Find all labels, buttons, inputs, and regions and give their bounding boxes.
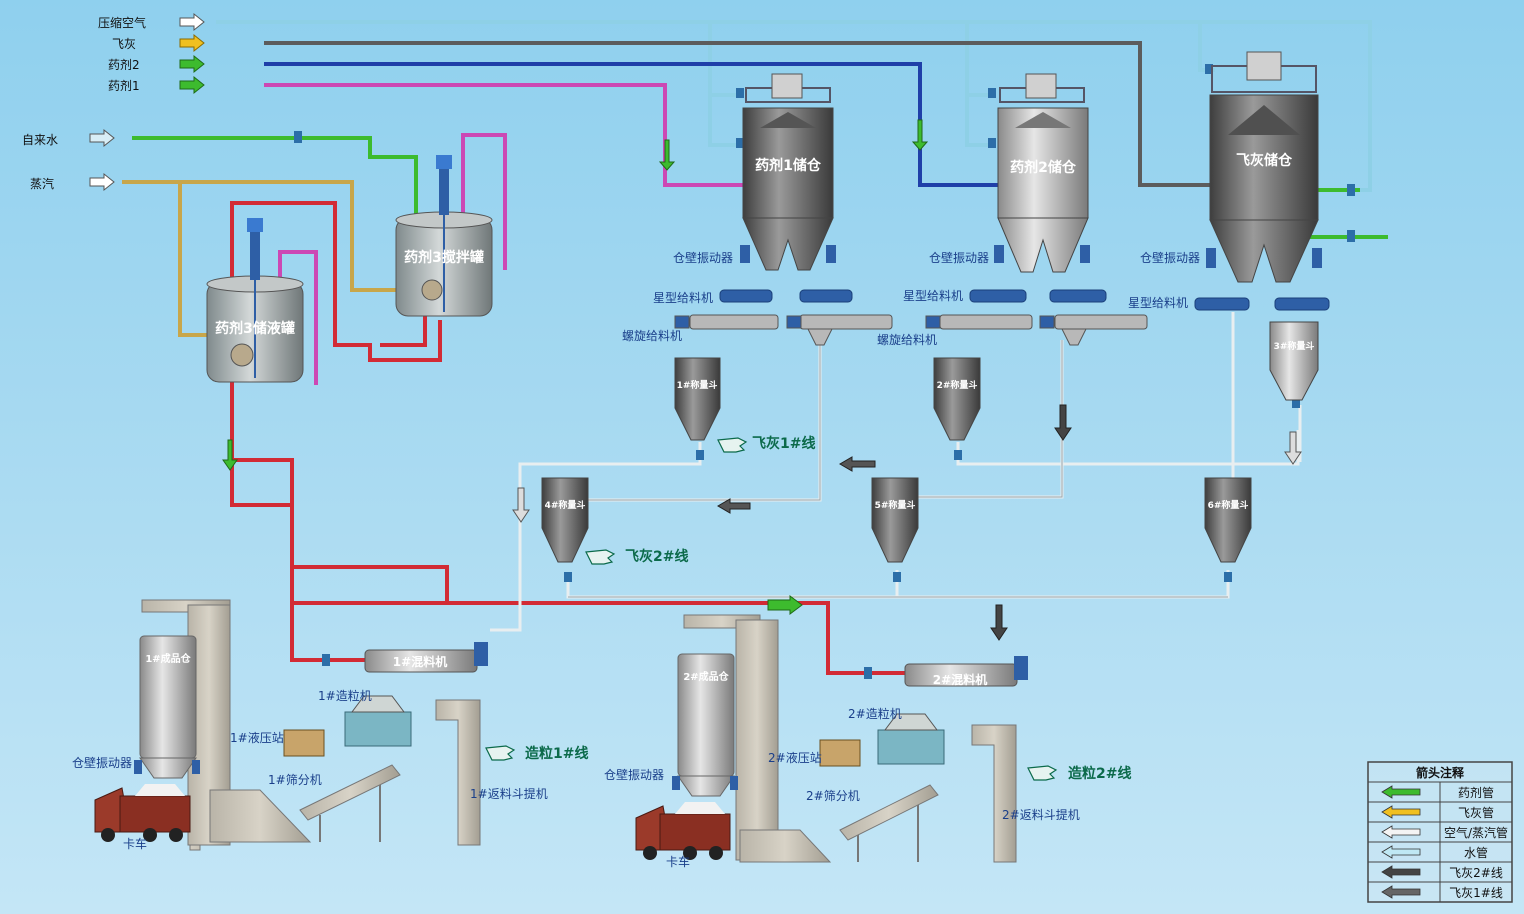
label-agent2: 药剂2 (108, 57, 140, 72)
legend-row-label: 飞灰2#线 (1449, 866, 1503, 880)
granulation-line-2: 2#成品仓 2#混料机 (635, 614, 1028, 863)
fly-ash-pipe (264, 41, 1220, 187)
legend-arrow-icon (1381, 845, 1421, 859)
vibrator-label-5: 仓壁振动器 (604, 767, 664, 782)
truck1-label: 卡车 (123, 836, 147, 851)
granulation-line2-label: 造粒2#线 (1068, 765, 1131, 782)
agent1-silo-label: 药剂1储仓 (755, 157, 822, 174)
mixer1-label: 1#混料机 (393, 654, 447, 669)
screw-feeder-label-1: 螺旋给料机 (622, 329, 682, 343)
agent2-silo-label: 药剂2储仓 (1010, 159, 1077, 176)
legend-row-label: 药剂管 (1458, 785, 1494, 800)
agent1-silo: 药剂1储仓 (740, 73, 836, 271)
granulator2-label: 2#造粒机 (848, 706, 902, 721)
agent3-magenta-pipe (278, 133, 507, 385)
arrow-fly-ash-icon (179, 34, 205, 52)
label-fly-ash: 飞灰 (112, 37, 136, 51)
tap-water-pipe (132, 136, 418, 215)
hopper5-label: 5#称量斗 (875, 499, 916, 511)
legend-arrow-icon (1381, 885, 1421, 899)
legend-row-label: 飞灰1#线 (1449, 886, 1503, 900)
hopper4-label: 4#称量斗 (545, 499, 586, 511)
agent2-pipe (264, 62, 1005, 187)
star-feeder-label-2: 星型给料机 (903, 289, 963, 303)
legend-arrow-icon (1381, 865, 1421, 879)
hopper1-label: 1#称量斗 (677, 379, 718, 391)
truck2-label: 卡车 (666, 854, 690, 869)
hopper2-label: 2#称量斗 (937, 379, 978, 391)
screen2-label: 2#筛分机 (806, 788, 860, 803)
star-feeder-label-3: 星型给料机 (1128, 296, 1188, 310)
label-compressed-air: 压缩空气 (98, 15, 146, 30)
steam-pipe (122, 180, 398, 337)
legend-row-label: 空气/蒸汽管 (1444, 825, 1508, 840)
agent3-storage-tank: 药剂3储液罐 (206, 218, 304, 383)
mixer2-label: 2#混料机 (933, 672, 987, 687)
product-bin1-label: 1#成品仓 (145, 652, 191, 665)
agent1-pipe (264, 83, 745, 187)
hopper6-label: 6#称量斗 (1208, 499, 1249, 511)
agent2-silo: 药剂2储仓 (994, 73, 1090, 273)
agent3-mix-tank: 药剂3搅拌罐 (395, 155, 493, 317)
return-elevator2-label: 2#返料斗提机 (1002, 807, 1080, 822)
screw-feeder-label-2: 螺旋给料机 (877, 333, 937, 347)
label-agent1: 药剂1 (108, 78, 140, 93)
arrow-tap-water-icon (89, 129, 115, 147)
legend-arrow-icon (1381, 825, 1421, 839)
hand-pointer-icon (485, 437, 1058, 781)
legend-row-arrows (1381, 785, 1421, 899)
vibrator-label-2: 仓壁振动器 (929, 250, 989, 265)
agent3-mix-tank-label: 药剂3搅拌罐 (404, 249, 484, 266)
fly-ash-silo: 飞灰储仓 (1206, 51, 1322, 283)
arrow-agent1-icon (179, 76, 205, 94)
flow-arrow-icon (222, 119, 1302, 641)
label-tap-water: 自来水 (22, 133, 58, 147)
legend-row-label: 水管 (1464, 845, 1488, 860)
fly-ash-line1-label: 飞灰1#线 (752, 435, 815, 452)
label-steam: 蒸汽 (30, 176, 54, 191)
legend-title: 箭头注释 (1416, 765, 1465, 780)
hopper3-label: 3#称量斗 (1274, 340, 1315, 352)
arrow-legend: 箭头注释 药剂管 飞灰管 空气/蒸汽管 水管 飞灰2#线 飞灰1#线 (1367, 761, 1513, 903)
granulation-line-1: 1#成品仓 1#混料机 (94, 599, 488, 851)
vibrator-label-1: 仓壁振动器 (673, 250, 733, 265)
arrow-compressed-air-icon (179, 13, 205, 31)
weighing-hopper-6: 6#称量斗 (1204, 477, 1252, 563)
vibrator-label-4: 仓壁振动器 (72, 755, 132, 770)
vibrator-label-3: 仓壁振动器 (1140, 250, 1200, 265)
star-feeder (719, 289, 1330, 311)
fly-ash-silo-label: 飞灰储仓 (1236, 152, 1293, 169)
weighing-hopper-4: 4#称量斗 (541, 477, 589, 563)
legend-arrow-icon (1381, 785, 1421, 799)
hydraulic1-label: 1#液压站 (230, 730, 284, 745)
arrow-steam-icon (89, 173, 115, 191)
weighing-hopper-5: 5#称量斗 (871, 477, 919, 563)
return-elevator1-label: 1#返料斗提机 (470, 786, 548, 801)
hydraulic2-label: 2#液压站 (768, 750, 822, 765)
screw-feeder (674, 314, 1148, 346)
valve-icon (294, 64, 1355, 679)
weighing-hopper-3: 3#称量斗 (1269, 321, 1319, 401)
star-feeder-label-1: 星型给料机 (653, 291, 713, 305)
fly-ash-line2-label: 飞灰2#线 (625, 548, 688, 565)
arrow-agent2-icon (179, 55, 205, 73)
legend-row-label: 飞灰管 (1458, 805, 1494, 820)
granulator1-label: 1#造粒机 (318, 688, 372, 703)
agent3-storage-tank-label: 药剂3储液罐 (215, 320, 295, 337)
screen1-label: 1#筛分机 (268, 772, 322, 787)
weighing-hopper-1: 1#称量斗 (674, 357, 721, 441)
granulation-line1-label: 造粒1#线 (525, 745, 588, 762)
legend-arrow-icon (1381, 805, 1421, 819)
product-bin2-label: 2#成品仓 (683, 670, 729, 683)
fly-ash-conveyor-lines (490, 312, 1302, 632)
weighing-hopper-2: 2#称量斗 (933, 357, 981, 441)
